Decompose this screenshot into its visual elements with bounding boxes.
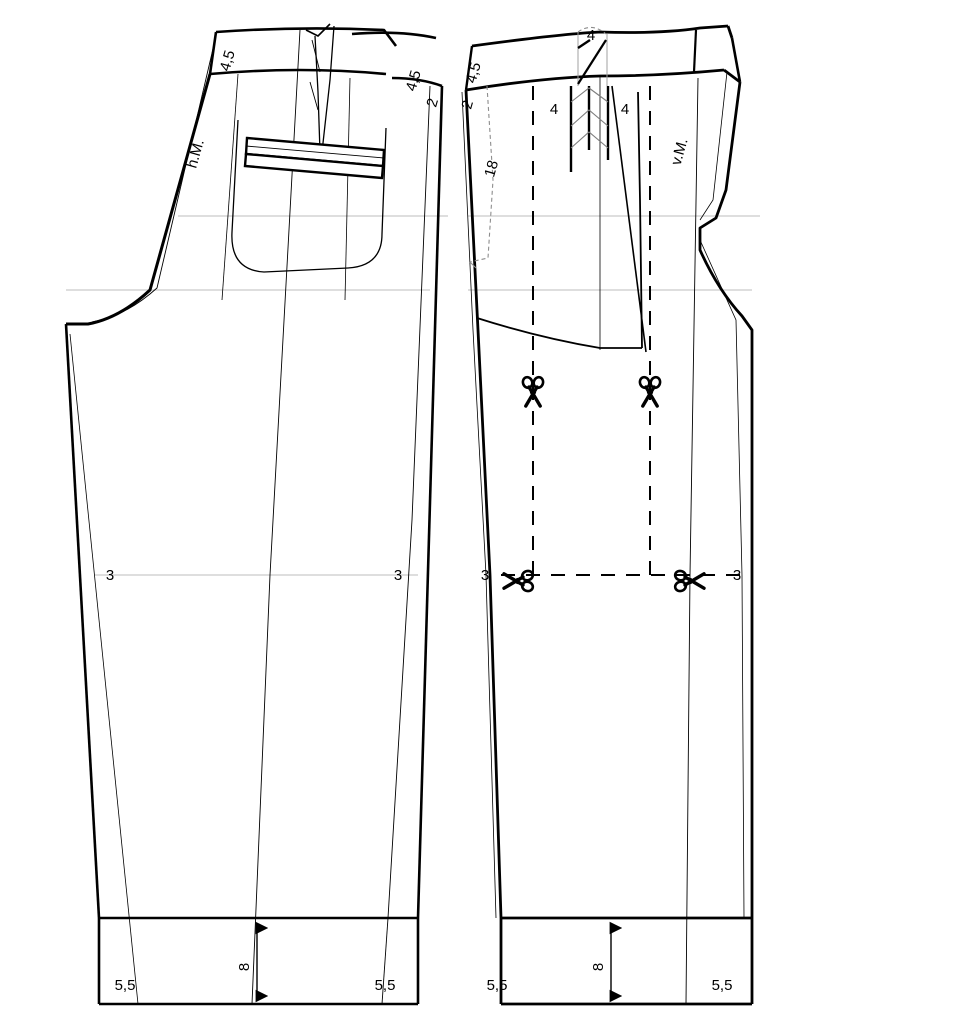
front-crotch-net-line	[699, 71, 728, 221]
back-pocket-guide-left	[221, 73, 239, 301]
front-waistband-extension-right	[730, 37, 742, 83]
back-pocket-bag	[231, 119, 387, 273]
front-pocket-guide-tick	[469, 261, 477, 269]
front-rightleg-net-line	[699, 239, 745, 919]
front-crotch-seam	[698, 81, 754, 918]
front-waistband-extension-divider	[692, 29, 698, 73]
back-waistband-top-right	[351, 31, 437, 40]
back-dart-top-notch	[305, 23, 331, 37]
label-back-waist-allowance-right: 4,5	[403, 68, 425, 93]
pleat-fold-extension	[611, 85, 647, 353]
label-front-knee-left: 3	[481, 567, 489, 584]
construction-guides	[66, 215, 760, 576]
back-dart-fold-2	[309, 81, 319, 111]
label-back-knee-left: 3	[106, 567, 114, 584]
fly-diagonal	[577, 39, 607, 85]
label-front-pocket-depth: 18	[481, 158, 502, 179]
front-waistband-left-edge	[464, 45, 474, 91]
front-pocket-bag-curve	[476, 317, 642, 349]
label-front-grainline: v.M.	[668, 136, 692, 167]
pleat-chevron-1	[570, 87, 609, 103]
welt-centre-line	[245, 145, 385, 159]
label-front-hem-left: 5,5	[487, 977, 508, 994]
back-waist-seam-left	[209, 68, 387, 76]
fly-top-dashed-arc	[577, 26, 607, 35]
back-pocket-guide-right	[344, 77, 351, 301]
label-front-knee-right: 3	[733, 567, 741, 584]
back-waistband-top-left	[215, 27, 398, 47]
label-back-knee-right: 3	[394, 567, 402, 584]
front-side-net-line	[461, 91, 497, 919]
back-cb-allowance-line	[91, 35, 217, 323]
pleat-chevron-3	[570, 131, 609, 149]
front-side-seam	[464, 89, 503, 919]
label-back-hem-right: 5,5	[375, 977, 396, 994]
back-center-back-seam	[66, 73, 212, 326]
back-dart-leg-right	[321, 25, 335, 153]
label-front-fly-width: 4	[587, 27, 595, 44]
back-piece	[64, 23, 444, 1006]
back-crease-line	[251, 29, 301, 1005]
front-pocket-bag-right-edge	[637, 91, 643, 349]
back-welt-pocket	[243, 136, 386, 180]
back-dart-fold	[311, 39, 321, 73]
back-inseam-guide	[69, 333, 139, 1005]
front-pleat-marks	[569, 85, 647, 353]
back-side-seam	[416, 85, 444, 919]
back-side-net-line	[387, 85, 431, 919]
label-front-hem-depth: 8	[590, 963, 607, 971]
label-front-waist-allowance: 4,5	[463, 60, 485, 85]
label-front-hem-right: 5,5	[712, 977, 733, 994]
welt-lower	[243, 152, 385, 180]
label-back-waist-allowance-left: 4,5	[217, 48, 239, 73]
label-front-pleat-right: 4	[621, 101, 629, 118]
front-waistband-top	[471, 24, 729, 48]
front-pocket-opening-guide	[469, 85, 494, 263]
label-back-hem-left: 5,5	[115, 977, 136, 994]
front-fly-detail	[577, 26, 608, 86]
back-inseam	[64, 323, 101, 919]
label-front-pleat-left: 4	[550, 101, 558, 118]
front-waistband-ext-top	[726, 25, 734, 39]
fly-notch	[577, 39, 591, 49]
front-piece	[461, 24, 754, 1006]
label-back-hem-depth: 8	[236, 963, 253, 971]
back-waist-seam-right	[391, 76, 443, 88]
pleat-chevron-2	[570, 109, 609, 127]
back-side-net-line-hem	[381, 917, 389, 1005]
